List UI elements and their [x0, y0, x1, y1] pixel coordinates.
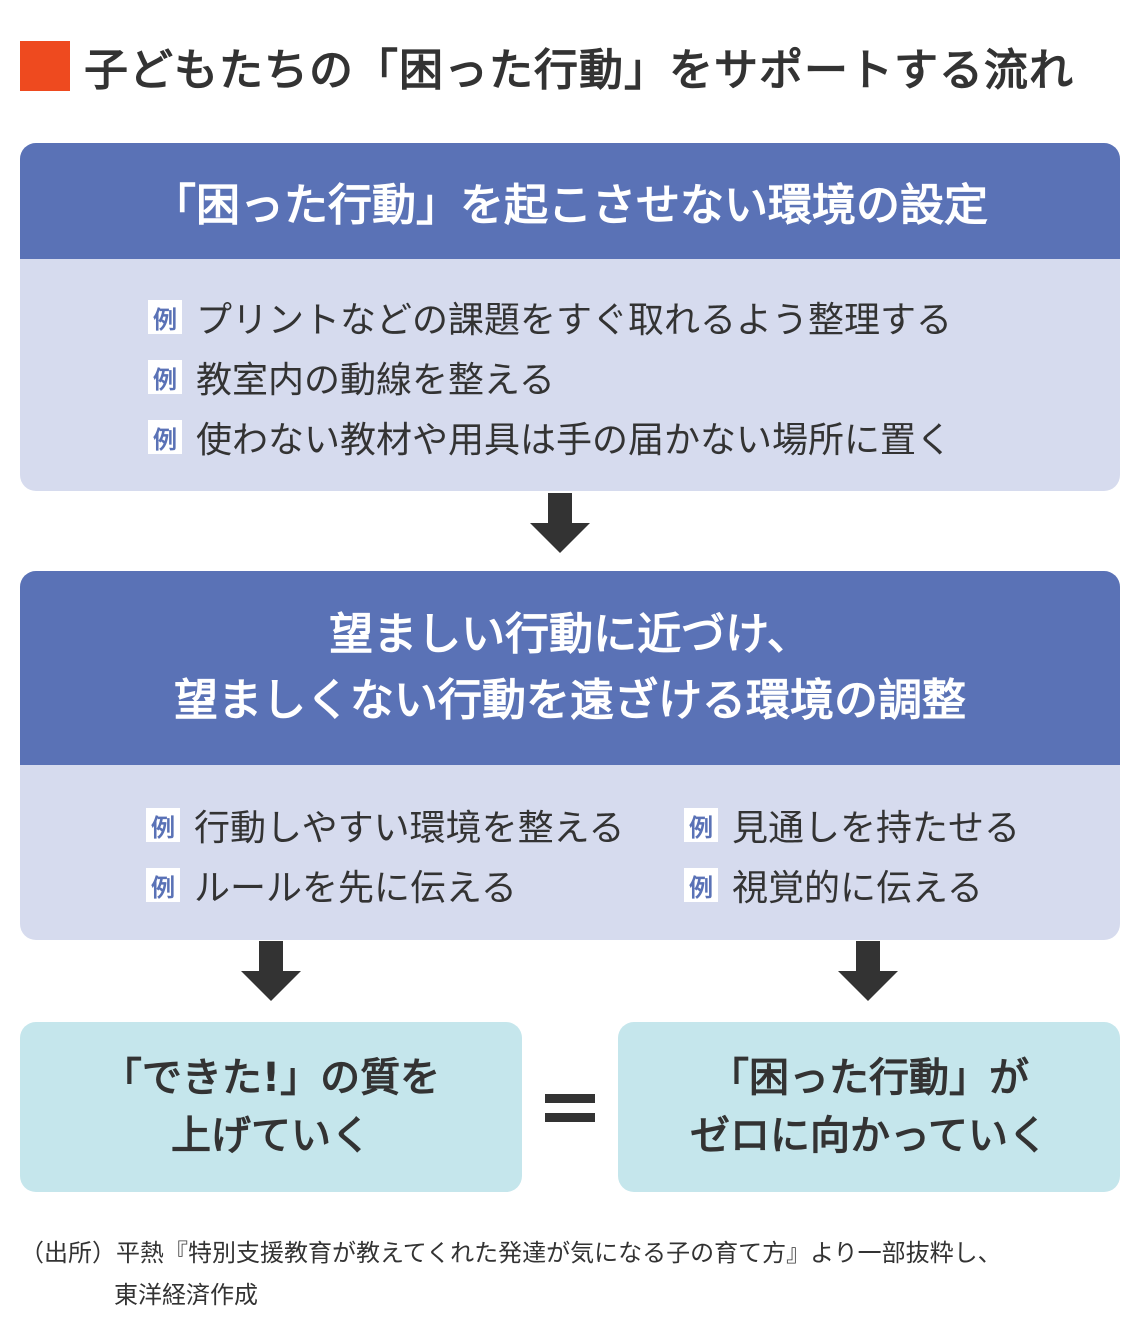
example-badge: 例	[148, 300, 182, 334]
title-accent-square	[20, 41, 70, 91]
example-badge: 例	[148, 420, 182, 454]
environment-setting-panel: 「困った行動」を起こさせない環境の設定 例 プリントなどの課題をすぐ取れるよう整…	[20, 143, 1120, 491]
environment-adjustment-examples: 例 行動しやすい環境を整える 例 ルールを先に伝える 例 見通しを持たせる 例 …	[20, 765, 1120, 940]
source-line: 東洋経済作成	[114, 1281, 258, 1309]
example-text: 視覚的に伝える	[732, 868, 983, 909]
down-arrow-icon	[530, 493, 590, 553]
example-badge: 例	[684, 808, 718, 842]
examples-left-column: 例 行動しやすい環境を整える 例 ルールを先に伝える	[146, 795, 625, 915]
example-item: 例 視覚的に伝える	[684, 855, 1020, 915]
source-line: （出所）平熱『特別支援教育が教えてくれた発達が気になる子の育て方』より一部抜粋し…	[20, 1239, 1002, 1267]
result-box-zero: 「困った行動」が ゼロに向かっていく	[618, 1022, 1120, 1192]
title-row: 子どもたちの「困った行動」をサポートする流れ	[20, 40, 1074, 96]
down-arrow-icon	[838, 941, 898, 1001]
environment-adjustment-heading-line: 望ましい行動に近づけ、	[329, 609, 811, 660]
example-item: 例 行動しやすい環境を整える	[146, 795, 625, 855]
page-title: 子どもたちの「困った行動」をサポートする流れ	[84, 45, 1074, 96]
source-note: （出所）平熱『特別支援教育が教えてくれた発達が気になる子の育て方』より一部抜粋し…	[20, 1232, 1002, 1316]
example-badge: 例	[146, 868, 180, 902]
example-text: 使わない教材や用具は手の届かない場所に置く	[196, 420, 953, 461]
example-text: 見通しを持たせる	[732, 808, 1021, 849]
result-line: 「できた!」の質を	[101, 1055, 441, 1101]
result-line: 「困った行動」が	[709, 1055, 1029, 1101]
example-text: 行動しやすい環境を整える	[194, 808, 625, 849]
example-text: 教室内の動線を整える	[196, 360, 555, 401]
environment-setting-heading-text: 「困った行動」を起こさせない環境の設定	[152, 180, 988, 231]
result-box-quality: 「できた!」の質を 上げていく	[20, 1022, 522, 1192]
environment-setting-examples: 例 プリントなどの課題をすぐ取れるよう整理する 例 教室内の動線を整える 例 使…	[20, 259, 1120, 467]
examples-right-column: 例 見通しを持たせる 例 視覚的に伝える	[684, 795, 1020, 915]
example-item: 例 使わない教材や用具は手の届かない場所に置く	[148, 407, 1120, 467]
example-badge: 例	[146, 808, 180, 842]
environment-setting-heading: 「困った行動」を起こさせない環境の設定	[20, 143, 1120, 259]
equals-icon	[545, 1090, 595, 1126]
example-text: プリントなどの課題をすぐ取れるよう整理する	[196, 300, 953, 341]
example-item: 例 プリントなどの課題をすぐ取れるよう整理する	[148, 287, 1120, 347]
environment-adjustment-heading: 望ましい行動に近づけ、 望ましくない行動を遠ざける環境の調整	[20, 571, 1120, 765]
example-badge: 例	[684, 868, 718, 902]
environment-adjustment-panel: 望ましい行動に近づけ、 望ましくない行動を遠ざける環境の調整 例 行動しやすい環…	[20, 571, 1120, 940]
example-badge: 例	[148, 360, 182, 394]
result-line: 上げていく	[171, 1113, 371, 1159]
example-item: 例 ルールを先に伝える	[146, 855, 625, 915]
environment-adjustment-heading-line: 望ましくない行動を遠ざける環境の調整	[174, 675, 966, 726]
example-item: 例 教室内の動線を整える	[148, 347, 1120, 407]
example-item: 例 見通しを持たせる	[684, 795, 1020, 855]
example-text: ルールを先に伝える	[194, 868, 517, 909]
down-arrow-icon	[241, 941, 301, 1001]
result-line: ゼロに向かっていく	[690, 1113, 1048, 1159]
